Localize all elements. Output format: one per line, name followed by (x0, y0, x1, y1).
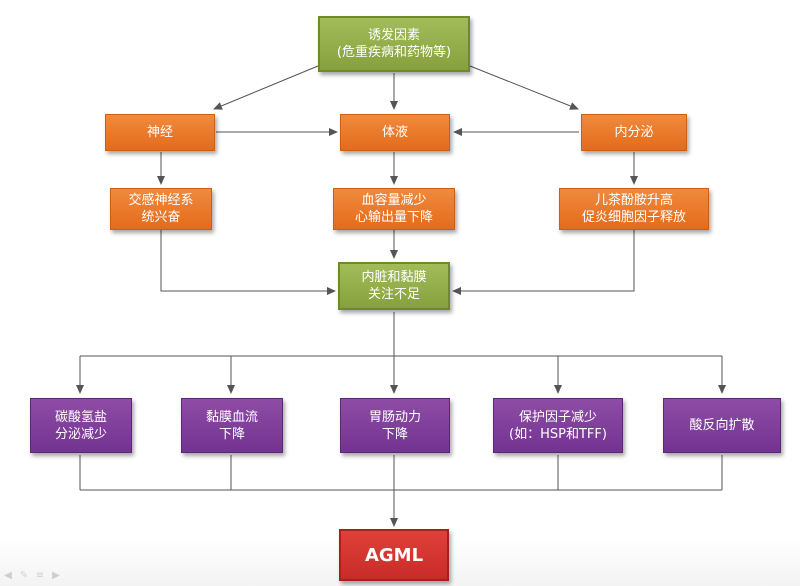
trigger-factors-box: 诱发因素 (危重疾病和药物等) (318, 16, 470, 72)
visceral-mucosa-box: 内脏和黏膜 关注不足 (338, 262, 450, 310)
acid-back-diffusion-box: 酸反向扩散 (663, 398, 781, 453)
endocrine-box: 内分泌 (581, 114, 687, 151)
bicarbonate-box: 碳酸氢盐 分泌减少 (30, 398, 132, 453)
menu-icon[interactable]: ≡ (35, 570, 45, 581)
arrow-sympathetic-to-visceral (160, 230, 336, 295)
arrow-catecholamine-to-visceral (452, 230, 635, 295)
pen-icon[interactable]: ✎ (19, 570, 29, 581)
arrow-trigger-to-nerve (213, 65, 319, 110)
protective-factors-box: 保护因子减少 (如：HSP和TFF) (493, 398, 623, 453)
nerve-box: 神经 (105, 114, 215, 151)
agml-outcome-box: AGML (339, 529, 449, 581)
arrow-trigger-to-endocrine (469, 65, 579, 110)
catecholamine-box: 儿茶酚胺升高 促炎细胞因子释放 (559, 188, 709, 230)
previous-arrow-icon[interactable]: ◀ (4, 570, 12, 581)
body-fluid-box: 体液 (340, 114, 450, 151)
mucosal-blood-flow-box: 黏膜血流 下降 (181, 398, 283, 453)
next-arrow-icon[interactable]: ▶ (52, 570, 60, 581)
blood-volume-box: 血容量减少 心输出量下降 (333, 188, 455, 230)
gi-motility-box: 胃肠动力 下降 (340, 398, 450, 453)
sympathetic-box: 交感神经系 统兴奋 (110, 188, 212, 230)
slideshow-toolbar: ◀ ✎ ≡ ▶ (2, 570, 62, 582)
